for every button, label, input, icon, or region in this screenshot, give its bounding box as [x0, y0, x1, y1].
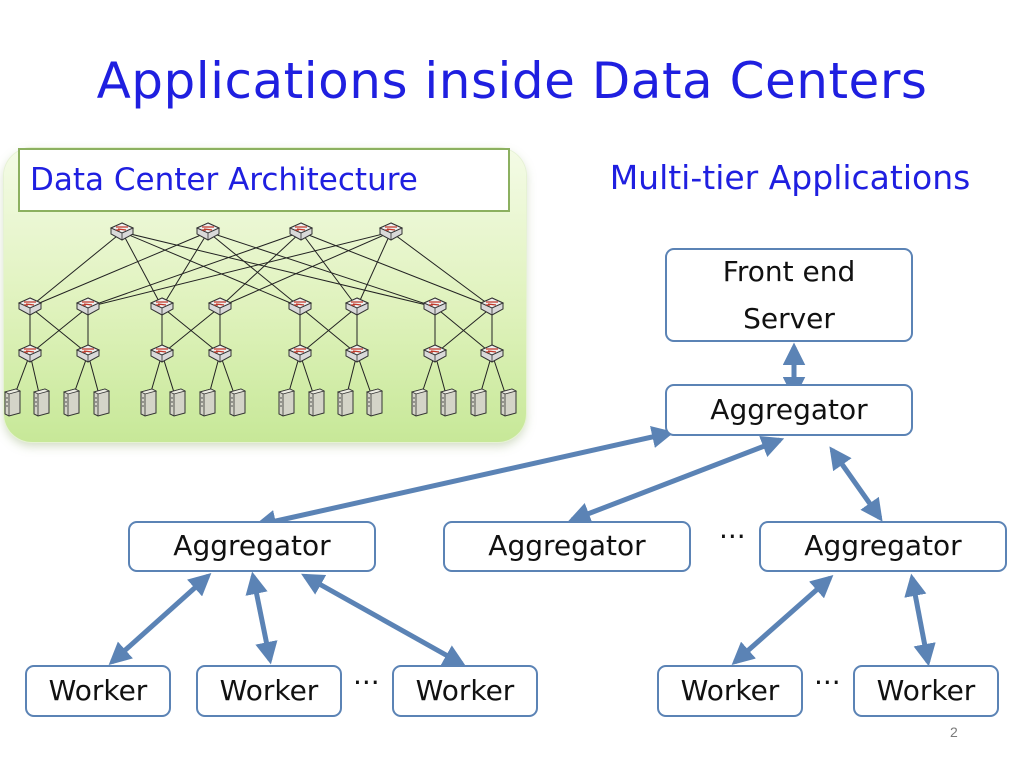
arrow-top-agg-mid-agg-2: [567, 435, 785, 525]
ellipsis: ...: [353, 658, 380, 691]
worker-box: Worker: [392, 665, 538, 717]
arrow-agg1-worker1: [108, 572, 212, 666]
core-agg-link: [87, 231, 302, 308]
core-agg-link: [390, 231, 493, 308]
worker-box: Worker: [196, 665, 342, 717]
core-agg-link: [121, 231, 163, 308]
core-agg-link: [29, 231, 209, 308]
arrow-top-agg-mid-agg-1: [253, 425, 675, 533]
core-agg-link: [219, 231, 302, 308]
front-end-server-box: Front end Server: [665, 248, 913, 342]
worker-box: Worker: [657, 665, 803, 717]
core-agg-link: [207, 231, 436, 308]
worker-box: Worker: [853, 665, 999, 717]
core-agg-link: [356, 231, 392, 308]
arrow-agg1-worker2: [245, 571, 278, 665]
agg-edge-link: [29, 306, 89, 355]
architecture-label: Data Center Architecture: [18, 148, 510, 212]
agg-edge-link: [161, 306, 221, 355]
core-agg-link: [87, 231, 392, 308]
ellipsis: ...: [814, 658, 841, 691]
ellipsis: ...: [719, 512, 746, 545]
core-agg-link: [29, 231, 123, 308]
arrow-agg3-worker4: [731, 575, 834, 665]
agg-edge-link: [299, 306, 358, 355]
worker-box: Worker: [25, 665, 171, 717]
arrow-agg3-worker5: [904, 573, 936, 667]
core-agg-link: [121, 231, 436, 308]
core-agg-link: [161, 231, 209, 308]
core-agg-link: [300, 231, 358, 308]
page-number: 2: [950, 724, 958, 740]
slide-title: Applications inside Data Centers: [96, 52, 928, 110]
multitier-title: Multi-tier Applications: [609, 158, 971, 197]
core-agg-link: [207, 231, 301, 308]
mid-aggregator-box: Aggregator: [128, 521, 376, 572]
mid-aggregator-box: Aggregator: [443, 521, 691, 572]
top-aggregator-box: Aggregator: [665, 384, 913, 436]
mid-aggregator-box: Aggregator: [759, 521, 1007, 572]
core-agg-link: [300, 231, 493, 308]
arrow-top-agg-mid-agg-3: [829, 446, 883, 522]
core-agg-link: [121, 231, 301, 308]
core-agg-link: [219, 231, 392, 308]
agg-edge-link: [434, 306, 493, 355]
arrow-agg1-worker3: [301, 573, 466, 667]
